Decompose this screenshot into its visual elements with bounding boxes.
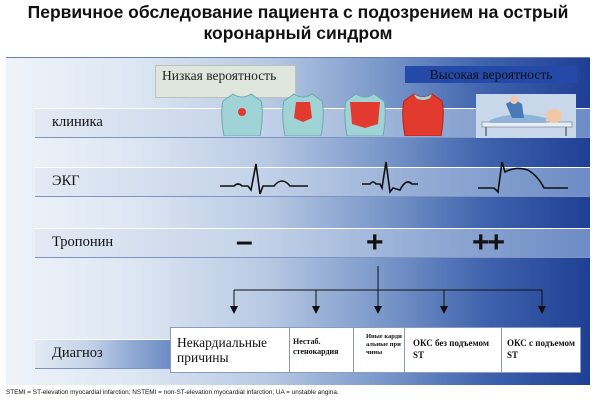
ecg-normal-trace-icon xyxy=(220,163,308,195)
footnote: STEMI = ST-elevation myocardial infarcti… xyxy=(6,389,339,396)
diagnosis-stemi-label: ОКС с подъемом ST xyxy=(507,338,575,360)
row-label-clinic: клиника xyxy=(52,114,103,130)
diagnosis-stemi: ОКС с подъемом ST xyxy=(501,327,581,373)
high-probability-label: Высокая вероятность xyxy=(405,66,577,83)
row-bar-diagnosis xyxy=(35,339,170,369)
diagnosis-noncardiac: Некардиальные причины xyxy=(170,327,290,373)
diagnosis-unstable-angina-label: Нестаб. стенокардия xyxy=(293,337,339,356)
row-bar-ecg xyxy=(35,167,590,197)
troponin-strong-positive-sign: ++ xyxy=(472,226,505,259)
row-label-troponin: Тропонин xyxy=(52,234,114,250)
diagnosis-nstemi: ОКС без подъемом ST xyxy=(404,327,502,373)
diagnosis-other-cardiac-label: Иные кардиальные причины xyxy=(366,333,402,356)
troponin-positive-sign: + xyxy=(366,226,384,259)
diagnosis-noncardiac-label: Некардиальные причины xyxy=(177,335,268,365)
patient-on-stretcher-icon xyxy=(476,94,576,138)
torso-pain-central-icon xyxy=(282,93,324,136)
diagnosis-nstemi-label: ОКС без подъемом ST xyxy=(413,338,489,360)
torso-pain-wide-icon xyxy=(344,93,386,136)
torso-pain-minimal-icon xyxy=(221,93,263,136)
ecg-st-depression-trace-icon xyxy=(362,161,418,195)
ecg-st-elevation-trace-icon xyxy=(478,161,568,194)
row-label-ecg: ЭКГ xyxy=(52,173,80,189)
torso-pain-severe-icon xyxy=(402,93,444,136)
troponin-negative-sign: – xyxy=(236,225,253,258)
low-probability-label: Низкая вероятность xyxy=(155,65,296,98)
row-label-diagnosis: Диагноз xyxy=(52,345,103,361)
diagnosis-unstable-angina: Нестаб. стенокардия xyxy=(289,327,354,373)
row-bar-troponin xyxy=(35,228,590,258)
diagnosis-other-cardiac: Иные кардиальные причины xyxy=(353,327,405,373)
page-title: Первичное обследование пациента с подозр… xyxy=(27,2,569,43)
